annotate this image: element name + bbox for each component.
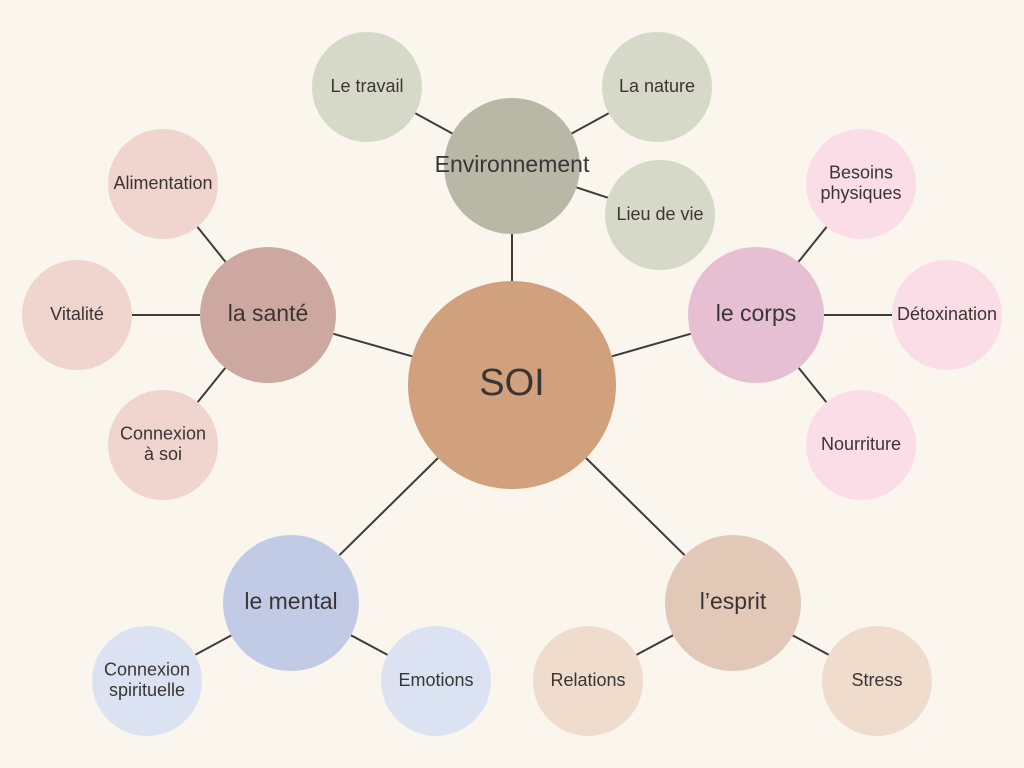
- leaf-node-esprit-1-circle: [822, 626, 932, 736]
- link-environnement-child-2: [576, 186, 609, 199]
- leaf-node-environnement-0-circle: [312, 32, 422, 142]
- link-soi-sante: [333, 332, 413, 358]
- leaf-node-mental-0-label: spirituelle: [109, 680, 185, 700]
- leaf-node-environnement-2-label: Lieu de vie: [616, 204, 703, 224]
- link-esprit-child-0: [635, 634, 674, 656]
- leaf-node-corps-2-circle: [806, 390, 916, 500]
- leaf-node-mental-1[interactable]: Emotions: [381, 626, 491, 736]
- leaf-node-environnement-1-circle: [602, 32, 712, 142]
- link-soi-corps: [611, 332, 691, 358]
- link-esprit-child-1: [792, 634, 830, 656]
- leaf-node-sante-2-circle: [108, 390, 218, 500]
- leaf-node-environnement-0-label: Le travail: [330, 76, 403, 96]
- branch-node-sante-label: la santé: [228, 300, 309, 326]
- branch-node-sante[interactable]: la santé: [200, 247, 336, 383]
- branch-node-corps-label: le corps: [716, 300, 797, 326]
- leaf-node-esprit-0[interactable]: Relations: [533, 626, 643, 736]
- leaf-node-sante-1[interactable]: Vitalité: [22, 260, 132, 370]
- leaf-node-sante-2-label: à soi: [144, 444, 182, 464]
- leaf-node-esprit-0-circle: [533, 626, 643, 736]
- nodes-layer: SOI Environnement Le travail La natureLieu …: [22, 32, 1002, 736]
- branch-node-environnement-label: Environnement: [435, 151, 590, 177]
- leaf-node-mental-0-label: Connexion: [104, 659, 190, 679]
- link-environnement-child-1: [571, 112, 610, 135]
- leaf-node-sante-0-circle: [108, 129, 218, 239]
- branch-node-environnement[interactable]: Environnement: [435, 98, 590, 234]
- leaf-node-sante-0-label: Alimentation: [113, 173, 212, 193]
- leaf-node-esprit-0-label: Relations: [550, 670, 625, 690]
- leaf-node-mental-0-circle: [92, 626, 202, 736]
- center-node-soi-label: SOI: [479, 362, 544, 404]
- center-node-soi-circle: [408, 281, 616, 489]
- link-mental-child-1: [350, 634, 389, 656]
- leaf-node-corps-1-circle: [892, 260, 1002, 370]
- leaf-node-corps-0-circle: [806, 129, 916, 239]
- leaf-node-sante-0[interactable]: Alimentation: [108, 129, 218, 239]
- branch-node-esprit-circle: [665, 535, 801, 671]
- link-soi-mental: [338, 457, 439, 556]
- branch-node-corps[interactable]: le corps: [688, 247, 824, 383]
- leaf-node-corps-2[interactable]: Nourriture: [806, 390, 916, 500]
- leaf-node-sante-2-label: Connexion: [120, 423, 206, 443]
- leaf-node-corps-1-label: Détoxination: [897, 304, 997, 324]
- link-soi-esprit: [585, 457, 686, 556]
- leaf-node-environnement-1-label: La nature: [619, 76, 695, 96]
- link-sante-child-2: [196, 367, 227, 403]
- branch-node-mental[interactable]: le mental: [223, 535, 359, 671]
- leaf-node-environnement-1[interactable]: La nature: [602, 32, 712, 142]
- leaf-node-sante-1-circle: [22, 260, 132, 370]
- links-layer: [132, 112, 892, 656]
- leaf-node-esprit-1[interactable]: Stress: [822, 626, 932, 736]
- link-corps-child-0: [797, 226, 828, 263]
- branch-node-sante-circle: [200, 247, 336, 383]
- branch-node-environnement-circle: [444, 98, 580, 234]
- link-sante-child-0: [196, 226, 227, 263]
- leaf-node-corps-0-label: physiques: [820, 183, 901, 203]
- leaf-node-environnement-0[interactable]: Le travail: [312, 32, 422, 142]
- link-corps-child-2: [797, 367, 828, 403]
- branch-node-esprit-label: l’esprit: [700, 588, 767, 614]
- leaf-node-mental-1-label: Emotions: [398, 670, 473, 690]
- branch-node-esprit[interactable]: l’esprit: [665, 535, 801, 671]
- leaf-node-sante-1-label: Vitalité: [50, 304, 104, 324]
- leaf-node-environnement-2-circle: [605, 160, 715, 270]
- link-environnement-child-0: [414, 112, 453, 135]
- leaf-node-mental-1-circle: [381, 626, 491, 736]
- branch-node-corps-circle: [688, 247, 824, 383]
- leaf-node-corps-2-label: Nourriture: [821, 434, 901, 454]
- leaf-node-environnement-2[interactable]: Lieu de vie: [605, 160, 715, 270]
- leaf-node-corps-0-label: Besoins: [829, 162, 893, 182]
- branch-node-mental-label: le mental: [244, 588, 337, 614]
- branch-node-mental-circle: [223, 535, 359, 671]
- link-mental-child-0: [194, 634, 232, 656]
- leaf-node-corps-1[interactable]: Détoxination: [892, 260, 1002, 370]
- center-node-soi[interactable]: SOI: [408, 281, 616, 489]
- leaf-node-esprit-1-label: Stress: [851, 670, 902, 690]
